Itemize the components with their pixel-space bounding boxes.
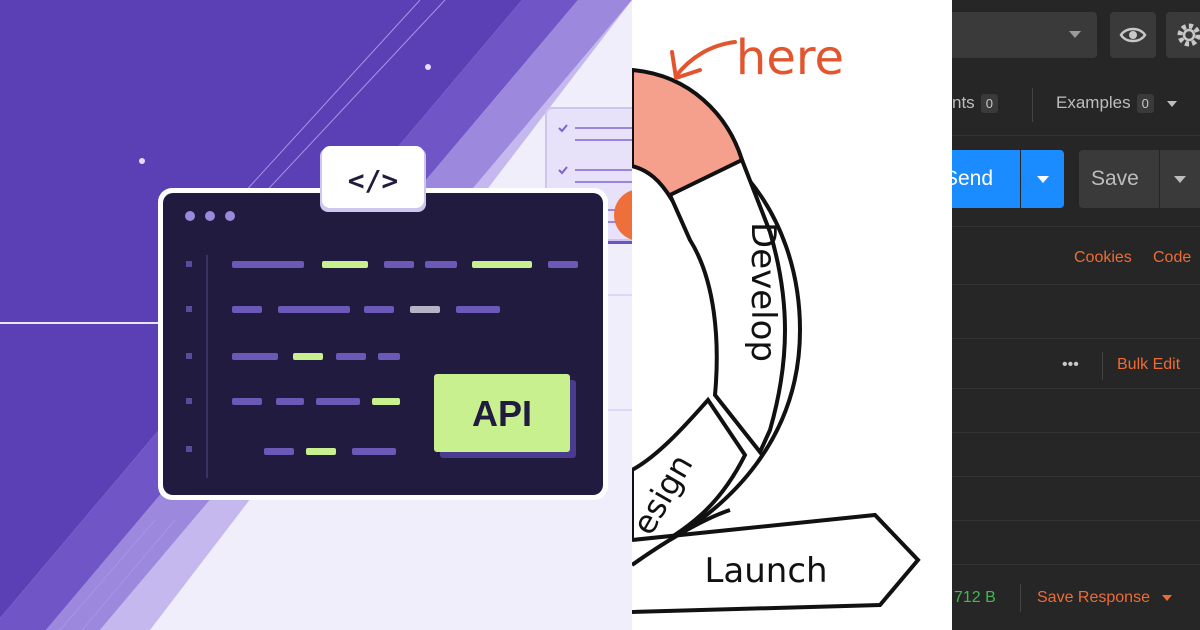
tab-comments-label: nts bbox=[952, 93, 975, 112]
api-illustration-panel: API </> bbox=[0, 0, 632, 630]
api-client-panel: nts 0 Examples 0 Send Save Cookies Code ••… bbox=[952, 0, 1200, 630]
code-tag-badge: </> bbox=[320, 146, 426, 212]
annotation-text: here bbox=[736, 30, 844, 86]
response-size: 712 B bbox=[954, 589, 996, 606]
quick-look-button[interactable] bbox=[1110, 12, 1156, 58]
develop-segment[interactable] bbox=[667, 157, 787, 456]
dev-cycle-panel: Develop esign Launch here bbox=[632, 0, 952, 630]
sparkle-icon bbox=[425, 64, 431, 70]
code-tag-icon: </> bbox=[348, 164, 399, 197]
cookies-link[interactable]: Cookies bbox=[1074, 249, 1132, 266]
settings-button[interactable] bbox=[1166, 12, 1200, 58]
tab-comments[interactable]: nts 0 bbox=[952, 93, 998, 113]
chevron-down-icon bbox=[1166, 100, 1177, 107]
send-button-label: Send bbox=[952, 167, 994, 190]
api-label: API bbox=[472, 393, 532, 434]
chevron-down-icon bbox=[1162, 594, 1173, 601]
sparkle-icon bbox=[139, 158, 145, 164]
environment-dropdown[interactable] bbox=[952, 12, 1097, 58]
save-response-label: Save Response bbox=[1037, 589, 1150, 606]
window-dot bbox=[225, 211, 235, 221]
save-options-button[interactable] bbox=[1160, 150, 1200, 208]
save-button[interactable]: Save bbox=[1079, 150, 1159, 208]
chevron-down-icon bbox=[1069, 31, 1081, 38]
save-response-button[interactable]: Save Response bbox=[1037, 589, 1173, 607]
code-window: API bbox=[158, 188, 608, 500]
code-link[interactable]: Code bbox=[1153, 249, 1192, 266]
window-dot bbox=[185, 211, 195, 221]
diagonal-line bbox=[81, 519, 176, 630]
annotation-arrow-icon bbox=[674, 40, 737, 78]
more-options-button[interactable]: ••• bbox=[1062, 356, 1079, 373]
api-illustration: API </> bbox=[0, 0, 632, 630]
window-dot bbox=[205, 211, 215, 221]
eye-icon bbox=[1119, 27, 1147, 43]
launch-label: Launch bbox=[704, 551, 827, 591]
dev-cycle-sketch: Develop esign Launch here bbox=[632, 30, 921, 614]
diagonal-line bbox=[59, 519, 156, 630]
comments-count-badge: 0 bbox=[980, 94, 998, 113]
tab-examples[interactable]: Examples 0 bbox=[1056, 93, 1177, 113]
code-lines bbox=[232, 261, 578, 455]
develop-label: Develop bbox=[743, 222, 783, 362]
send-options-button[interactable] bbox=[1021, 150, 1064, 208]
chevron-down-icon bbox=[1037, 176, 1049, 183]
chevron-down-icon bbox=[1174, 176, 1186, 183]
launch-segment[interactable] bbox=[632, 512, 921, 614]
save-button-label: Save bbox=[1091, 167, 1139, 190]
gear-icon bbox=[1177, 23, 1200, 47]
bulk-edit-link[interactable]: Bulk Edit bbox=[1117, 356, 1181, 373]
send-button[interactable]: Send bbox=[952, 150, 1020, 208]
tab-examples-label: Examples bbox=[1056, 93, 1131, 112]
highlighted-segment bbox=[632, 67, 745, 203]
examples-count-badge: 0 bbox=[1136, 94, 1154, 113]
api-badge: API bbox=[434, 374, 576, 458]
